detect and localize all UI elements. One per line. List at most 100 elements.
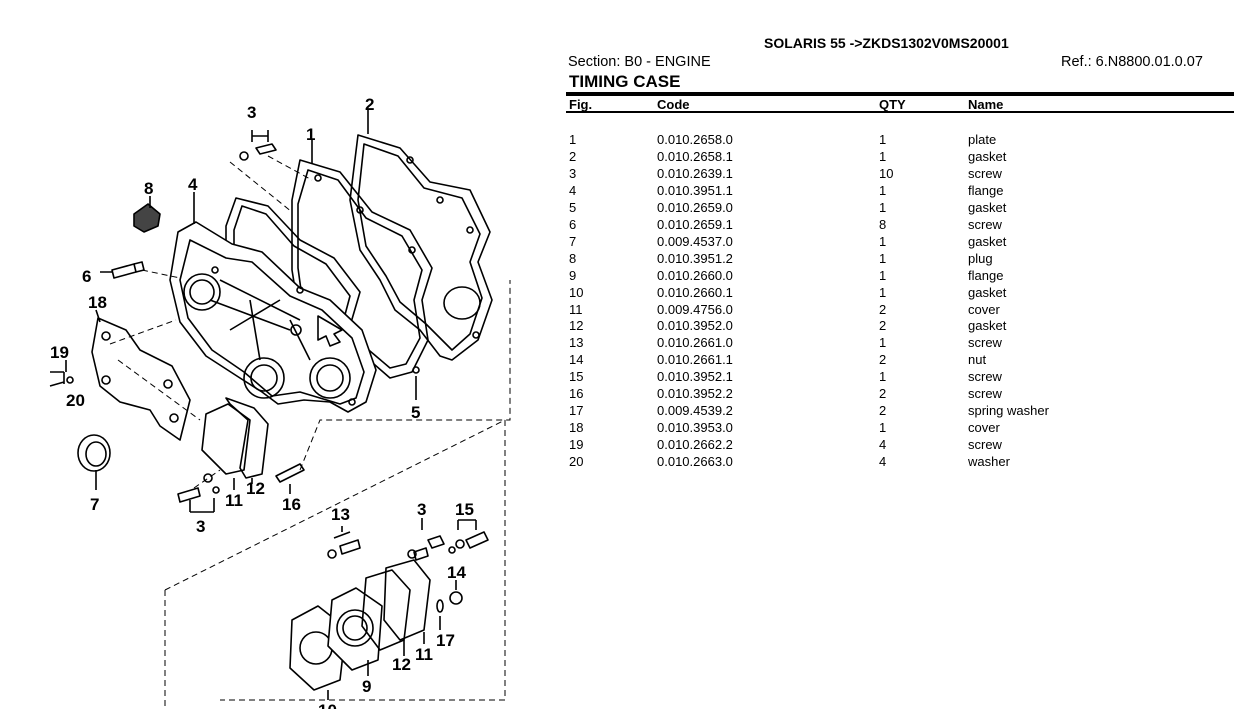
gasket-2-shape: [349, 134, 493, 361]
part-qty-cell: 1: [879, 267, 887, 283]
part-code-cell: 0.010.2658.1: [657, 148, 733, 164]
screw-6-shape: [111, 263, 137, 279]
callout-9: 9: [362, 677, 371, 696]
part-fig-cell: 17: [569, 403, 584, 419]
part-fig-cell: 19: [569, 437, 584, 453]
part-qty-cell: 8: [879, 216, 887, 232]
part-fig-cell: 11: [569, 301, 583, 317]
part-qty-cell: 2: [879, 386, 887, 402]
callout-16: 16: [282, 495, 301, 514]
part-code-cell: 0.010.2639.1: [657, 165, 733, 181]
seal-7-shape: [77, 434, 111, 472]
callout-14: 14: [447, 563, 466, 582]
part-fig-cell: 2: [569, 148, 577, 164]
part-qty-cell: 1: [879, 233, 887, 249]
column-header-qty: QTY: [879, 97, 906, 112]
callout-3-bottom: 3: [417, 500, 426, 519]
part-fig-cell: 1: [569, 132, 577, 147]
part-code-cell: 0.010.2662.2: [657, 437, 733, 453]
page-title: TIMING CASE: [569, 72, 681, 91]
callout-3-top: 3: [247, 103, 256, 122]
callout-7: 7: [90, 495, 99, 514]
part-name-cell: gasket: [968, 284, 1007, 300]
part-name-cell: plate: [968, 132, 997, 147]
part-code-cell: 0.010.3951.2: [657, 250, 733, 266]
part-qty-cell: 1: [879, 335, 887, 351]
callout-20: 20: [66, 391, 85, 410]
part-fig-cell: 9: [569, 267, 577, 283]
cover-18-shape: [91, 317, 191, 441]
part-name-cell: gasket: [968, 318, 1007, 334]
part-name-cell: flange: [968, 267, 1004, 283]
part-code-cell: 0.010.3952.2: [657, 386, 733, 402]
part-name-cell: spring washer: [968, 403, 1049, 419]
part-name-cell: gasket: [968, 233, 1007, 249]
part-code-cell: 0.010.2658.0: [657, 132, 733, 147]
part-qty-cell: 1: [879, 199, 887, 215]
part-qty-cell: 10: [879, 165, 894, 181]
callout-6: 6: [82, 267, 91, 286]
part-fig-cell: 6: [569, 216, 577, 232]
part-qty-cell: 2: [879, 301, 887, 317]
part-code-cell: 0.010.2661.0: [657, 335, 733, 351]
part-code-cell: 0.010.2663.0: [657, 454, 733, 470]
part-name-cell: plug: [968, 250, 993, 266]
callout-19: 19: [50, 343, 69, 362]
column-header-name: Name: [968, 97, 1004, 112]
part-fig-cell: 14: [569, 352, 584, 368]
flange-9-shape: [327, 587, 383, 671]
callout-13: 13: [331, 505, 350, 524]
callout-15: 15: [455, 500, 474, 519]
part-fig-cell: 4: [569, 182, 577, 198]
callout-3-left: 3: [196, 517, 205, 536]
part-fig-cell: 18: [569, 420, 584, 436]
timing-case-drawing: 1 2 3 4 8 6 18 19 20 5 7 11 12 16 3 13 3…: [49, 95, 511, 709]
column-header-fig: Fig.: [569, 97, 593, 112]
part-qty-cell: 1: [879, 148, 887, 164]
part-name-cell: screw: [968, 335, 1002, 351]
gasket-10-shape: [289, 605, 347, 691]
exploded-parts-diagram: 1 2 3 4 8 6 18 19 20 5 7 11 12 16 3 13 3…: [0, 0, 560, 709]
part-code-cell: 0.010.2661.1: [657, 352, 733, 368]
part-fig-cell: 13: [569, 335, 584, 351]
part-code-cell: 0.010.2660.1: [657, 284, 733, 300]
part-fig-cell: 5: [569, 199, 577, 215]
callout-10: 10: [318, 701, 337, 709]
part-qty-cell: 1: [879, 284, 887, 300]
section-label: Section: B0 - ENGINE: [568, 54, 711, 70]
gasket-12-left-shape: [225, 397, 269, 479]
part-fig-cell: 20: [569, 454, 584, 470]
header-rule-thick: [566, 92, 1234, 96]
part-code-cell: 0.009.4537.0: [657, 233, 733, 249]
part-name-cell: flange: [968, 182, 1004, 198]
part-name-cell: nut: [968, 352, 987, 368]
part-qty-cell: 4: [879, 437, 887, 453]
callout-5: 5: [411, 403, 420, 422]
part-fig-cell: 15: [569, 369, 584, 385]
part-name-cell: gasket: [968, 148, 1007, 164]
part-code-cell: 0.010.3952.1: [657, 369, 733, 385]
part-name-cell: screw: [968, 165, 1002, 181]
callout-11-bottom: 11: [415, 645, 433, 664]
callout-12-bottom: 12: [392, 655, 411, 674]
header-rule-thin: [566, 111, 1234, 113]
callout-11-left: 11: [225, 491, 243, 510]
part-name-cell: screw: [968, 369, 1002, 385]
part-qty-cell: 2: [879, 352, 887, 368]
model-title: SOLARIS 55 ->ZKDS1302V0MS20001: [764, 35, 1009, 51]
part-fig-cell: 3: [569, 165, 577, 181]
part-code-cell: 0.010.2659.0: [657, 199, 733, 215]
reference-number: Ref.: 6.N8800.01.0.07: [1061, 54, 1203, 70]
callout-17: 17: [436, 631, 455, 650]
flange-4-shape: [169, 221, 377, 413]
callout-1: 1: [306, 125, 315, 144]
part-fig-cell: 12: [569, 318, 584, 334]
part-fig-cell: 10: [569, 284, 584, 300]
part-name-cell: gasket: [968, 199, 1007, 215]
callout-8: 8: [144, 179, 153, 198]
part-name-cell: screw: [968, 216, 1002, 232]
cover-11-left-shape: [201, 403, 251, 475]
callout-4: 4: [188, 175, 198, 194]
callout-2: 2: [365, 95, 374, 114]
plug-8-shape: [133, 203, 161, 233]
